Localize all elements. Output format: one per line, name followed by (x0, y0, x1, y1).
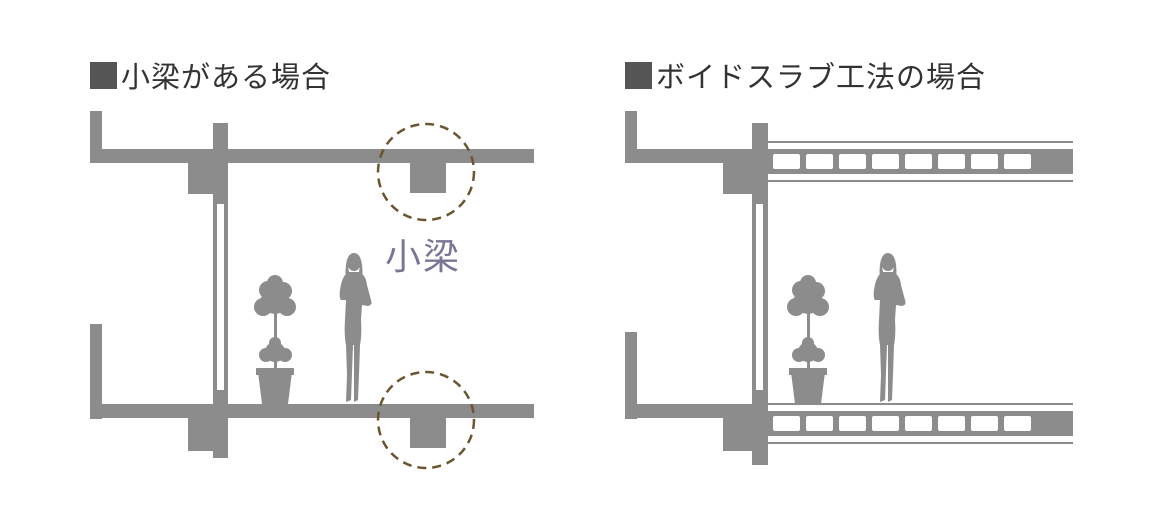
left-lower-small-beam (410, 415, 446, 448)
small-beam-label: 小梁 (385, 237, 462, 278)
void-hollow (905, 154, 932, 169)
right-lower-void-slab-line-top (768, 403, 1073, 405)
left-upper-small-beam (410, 160, 446, 193)
void-hollow (872, 416, 899, 431)
left-window-glass (217, 204, 224, 390)
void-hollow (773, 416, 800, 431)
left-lower-parapet (90, 324, 102, 419)
right-panel-title-text: ボイドスラブ工法の場合 (656, 60, 987, 94)
void-hollow (806, 154, 833, 169)
void-hollow (1004, 154, 1031, 169)
title-square-icon (625, 61, 652, 89)
left-potted-plant-icon (254, 275, 296, 404)
lower-beam-dashed-circle (376, 370, 476, 470)
left-panel-title: 小梁がある場合 (90, 54, 331, 96)
left-upper-column (213, 123, 228, 194)
void-hollow (1004, 416, 1031, 431)
void-hollow (971, 154, 998, 169)
right-potted-plant-icon (787, 275, 829, 404)
right-person-silhouette-icon (873, 253, 906, 402)
void-hollow (773, 154, 800, 169)
right-lower-void-slab-line-bottom (768, 442, 1073, 444)
right-lower-parapet (625, 332, 637, 419)
left-person-silhouette-icon (339, 253, 372, 402)
left-lower-slab (90, 404, 534, 418)
void-hollow (872, 154, 899, 169)
title-square-icon (90, 61, 117, 89)
left-upper-slab (90, 149, 534, 163)
right-upper-void-slab-line-bottom (768, 180, 1073, 182)
lower-slab-voids (773, 416, 1031, 431)
upper-beam-dashed-circle (376, 122, 476, 222)
left-panel-title-text: 小梁がある場合 (121, 60, 332, 94)
right-upper-void-slab-line-top (768, 141, 1073, 143)
void-hollow (938, 154, 965, 169)
left-lower-column (213, 390, 228, 458)
upper-slab-voids (773, 154, 1031, 169)
void-hollow (938, 416, 965, 431)
right-lower-column (752, 390, 768, 465)
right-upper-column (752, 123, 768, 194)
right-panel-title: ボイドスラブ工法の場合 (625, 54, 986, 96)
void-hollow (971, 416, 998, 431)
void-hollow (839, 416, 866, 431)
void-hollow (806, 416, 833, 431)
void-hollow (905, 416, 932, 431)
left-section-diagram (90, 111, 534, 458)
right-window-glass (756, 204, 763, 390)
void-hollow (839, 154, 866, 169)
left-beam-highlight (376, 122, 476, 470)
